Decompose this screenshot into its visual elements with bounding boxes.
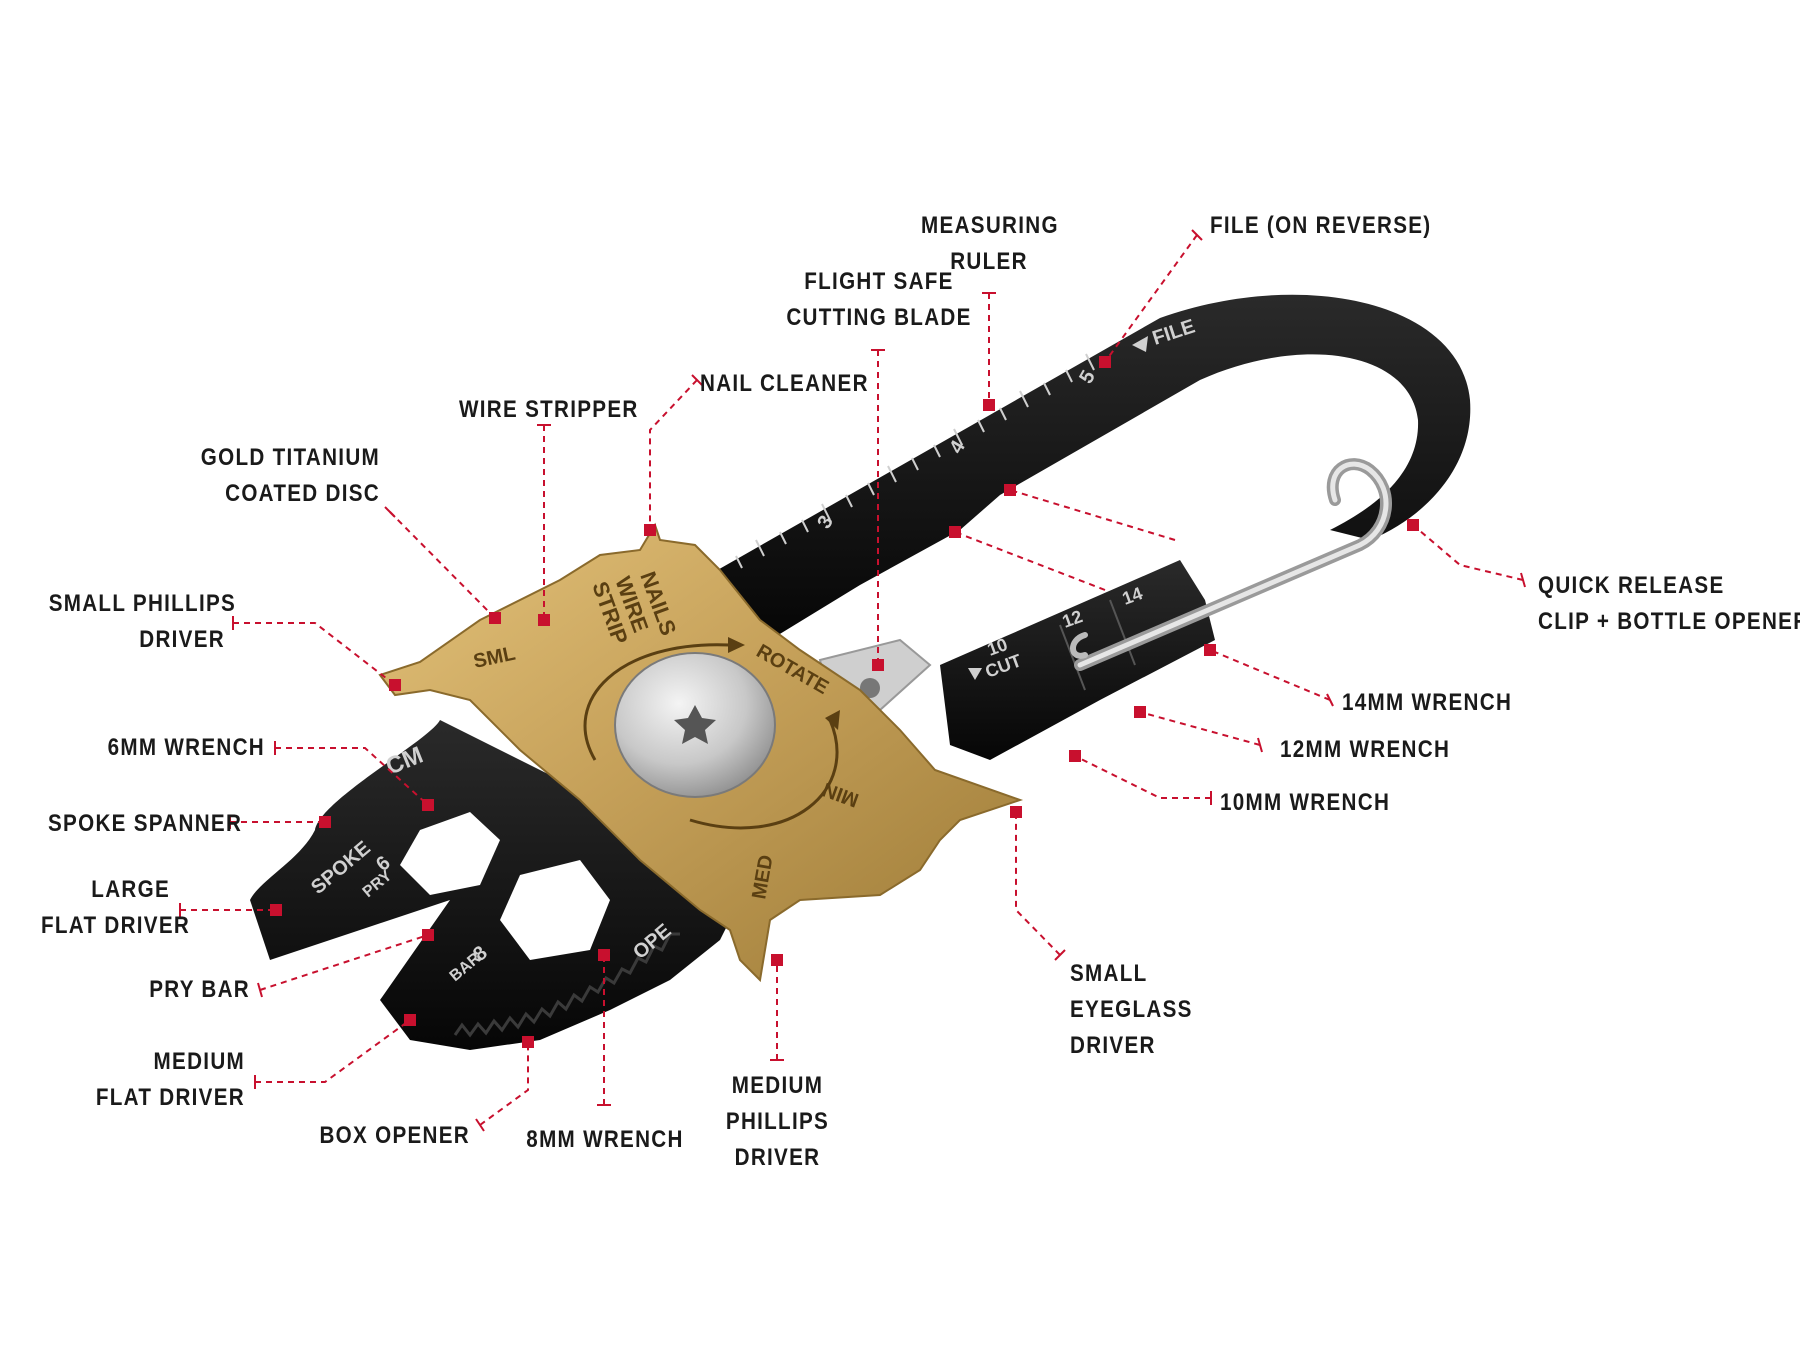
leader-small-eyeglass — [1015, 812, 1061, 956]
callout-line: DRIVER — [1070, 1032, 1156, 1059]
callout-line: QUICK RELEASE — [1538, 572, 1725, 599]
callout-line: RULER — [950, 248, 1028, 275]
torx-icon — [674, 705, 716, 744]
callout-line: EYEGLASS — [1070, 996, 1193, 1023]
rotate-arc — [583, 643, 731, 761]
leader-wrench-extra — [1009, 489, 1176, 541]
rotate-arrow-icon — [728, 637, 745, 653]
callout-line: DRIVER — [139, 626, 225, 653]
callout-quick-release: QUICK RELEASE CLIP + BOTTLE OPENER — [1538, 568, 1800, 640]
callout-line: 12MM WRENCH — [1280, 736, 1451, 763]
callout-line: FLIGHT SAFE — [804, 268, 954, 295]
callout-line: DRIVER — [734, 1144, 821, 1171]
callout-line: SMALL PHILLIPS — [48, 590, 237, 617]
callout-line: WIRE STRIPPER — [459, 396, 639, 423]
callout-pry-bar: PRY BAR — [121, 972, 250, 1008]
callout-gold-disc: GOLD TITANIUM COATED DISC — [182, 440, 380, 512]
callout-line: MEDIUM — [153, 1048, 245, 1075]
callout-line: LARGE — [91, 876, 170, 903]
callout-line: SMALL — [1070, 960, 1148, 987]
callout-line: FLAT DRIVER — [95, 1084, 245, 1111]
callout-large-flat-driver: LARGE FLAT DRIVER — [41, 872, 191, 944]
leader-medium-flat — [255, 1019, 411, 1083]
callout-line: BOX OPENER — [319, 1122, 470, 1149]
wrench-divider — [1059, 624, 1086, 691]
leader-6mm — [275, 747, 429, 806]
wrench-divider — [1109, 599, 1136, 666]
callout-line: CLIP + BOTTLE OPENER — [1538, 608, 1800, 635]
file-arrow-icon — [1132, 336, 1148, 352]
leader-end-caps — [179, 229, 1526, 1132]
callout-box-opener: BOX OPENER — [315, 1118, 470, 1154]
callout-line: COATED DISC — [225, 480, 380, 507]
leader-12mm — [1139, 711, 1261, 746]
leader-lines — [180, 234, 1524, 1126]
callout-line: PRY BAR — [149, 976, 250, 1003]
callout-line: 6MM WRENCH — [107, 734, 265, 761]
callout-line: NAIL CLEANER — [700, 370, 869, 397]
callout-spoke-spanner: SPOKE SPANNER — [48, 806, 243, 842]
blade-screw — [860, 678, 880, 698]
gold-disc: NAILS WIRE STRIP SML ROTATE MIN MED — [378, 522, 1024, 983]
callout-line: FLAT DRIVER — [41, 912, 191, 939]
leader-gold-disc — [389, 511, 496, 619]
cut-arrow-icon — [968, 668, 982, 680]
callout-small-phillips: SMALL PHILLIPS DRIVER — [48, 586, 237, 658]
callout-8mm-wrench: 8MM WRENCH — [523, 1122, 686, 1158]
callout-nail-cleaner: NAIL CLEANER — [700, 366, 869, 402]
carabiner-hook: 3 4 5 FILE — [700, 294, 1471, 640]
callout-6mm-wrench: 6MM WRENCH — [89, 730, 265, 766]
callout-line: MEASURING — [921, 212, 1059, 239]
lower-tool-body: CM SPOKE 6 PRY 8 BAR OPE — [250, 720, 740, 1050]
leader-10mm — [1074, 755, 1211, 799]
callout-small-eyeglass: SMALL EYEGLASS DRIVER — [1070, 956, 1193, 1064]
callout-medium-phillips: MEDIUM PHILLIPS DRIVER — [711, 1068, 844, 1176]
callout-line: SPOKE SPANNER — [48, 810, 243, 837]
leader-box-opener — [479, 1042, 529, 1126]
callout-10mm-wrench: 10MM WRENCH — [1220, 785, 1390, 821]
callout-medium-flat-driver: MEDIUM FLAT DRIVER — [86, 1044, 245, 1116]
hex-hole-8mm — [500, 860, 610, 960]
callout-flight-safe-blade: FLIGHT SAFE CUTTING BLADE — [784, 264, 975, 336]
leader-14mm — [1209, 649, 1331, 701]
leader-nail-cleaner — [649, 379, 698, 530]
measuring-ruler-ticks — [713, 353, 1095, 581]
callout-line: 8MM WRENCH — [526, 1126, 684, 1153]
callout-line: PHILLIPS — [725, 1108, 830, 1135]
callout-14mm-wrench: 14MM WRENCH — [1342, 685, 1512, 721]
rotate-arrow-icon-2 — [825, 710, 840, 730]
callout-line: GOLD TITANIUM — [200, 444, 380, 471]
callout-line: MEDIUM — [731, 1072, 824, 1099]
marker-squares — [270, 356, 1419, 1048]
rotate-arc-lower — [689, 719, 839, 830]
callout-file-on-reverse: FILE (ON REVERSE) — [1210, 208, 1431, 244]
leader-file — [1104, 234, 1198, 363]
callout-line: FILE (ON REVERSE) — [1210, 212, 1432, 239]
callout-wire-stripper: WIRE STRIPPER — [459, 392, 639, 428]
callout-line: 10MM WRENCH — [1220, 789, 1391, 816]
carabiner-body — [700, 294, 1471, 640]
hex-hole-6mm — [400, 812, 500, 895]
callout-measuring-ruler: MEASURING RULER — [921, 208, 1057, 280]
serrated-edge — [453, 932, 680, 1038]
callout-line: CUTTING BLADE — [786, 304, 972, 331]
callout-line: 14MM WRENCH — [1342, 689, 1513, 716]
quick-release-clip — [1070, 458, 1392, 671]
leader-wrench-extra-2 — [954, 531, 1106, 591]
callout-12mm-wrench: 12MM WRENCH — [1280, 732, 1450, 768]
lower-body-shape — [250, 720, 740, 1050]
leader-small-phillips — [233, 622, 396, 686]
leader-quick-release — [1412, 524, 1524, 581]
leader-pry-bar — [259, 934, 429, 991]
